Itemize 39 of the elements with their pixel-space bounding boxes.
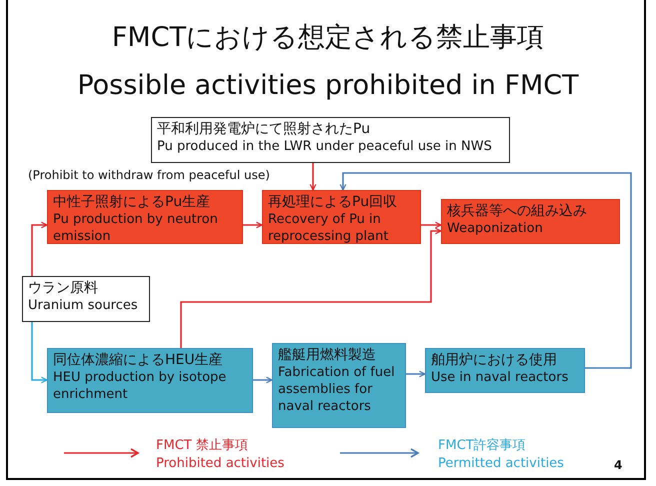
source-box [151, 117, 510, 163]
arrow [340, 172, 632, 369]
japanese-text: 舶用炉における使用 [431, 351, 558, 369]
english-text: Use in naval reactors [431, 369, 570, 386]
arrow [31, 222, 48, 276]
english-text: Fabrication of fuel assemblies for naval reactors [278, 364, 396, 415]
japanese-text: 再処理によるPu回収 [268, 193, 398, 211]
prohibited-activity-box [47, 190, 243, 244]
japanese-text: 平和利用発電炉にて照射されたPu [157, 120, 372, 138]
english-text: Pu production by neutron emission [53, 211, 219, 245]
arrow [243, 222, 263, 228]
japanese-text: 同位体濃縮によるHEU生産 [53, 351, 224, 369]
english-text: Pu produced in the LWR under peaceful use in NWS [157, 138, 493, 155]
prohibited-activity-box [441, 199, 620, 244]
japanese-text: 艦艇用燃料製造 [278, 346, 377, 364]
english-text: HEU production by isotope enrichment [53, 369, 228, 403]
arrow [180, 228, 442, 348]
english-text: Weaponization [447, 220, 544, 237]
arrow [421, 222, 442, 228]
arrow [406, 370, 426, 378]
japanese-text: 中性子照射によるPu生産 [53, 193, 212, 211]
source-box [22, 276, 150, 322]
note-text: (Prohibit to withdraw from peaceful use) [28, 168, 270, 182]
permitted-activity-box [272, 343, 406, 428]
japanese-text: 核兵器等への組み込み [447, 202, 588, 220]
english-text: Uranium sources [28, 297, 139, 314]
legend-text: FMCT 禁止事項 Prohibited activities [156, 437, 286, 473]
arrow [310, 163, 316, 191]
slide-title: FMCTにおける想定される禁止事項 [110, 21, 546, 55]
arrow [31, 322, 48, 384]
prohibited-activity-box [262, 190, 421, 244]
page-number: 4 [614, 458, 622, 472]
legend-text: FMCT許容事項 Permitted activities [438, 437, 565, 473]
arrow [253, 376, 273, 384]
permitted-activity-box [425, 348, 585, 393]
slide-subtitle: Possible activities prohibited in FMCT [76, 69, 580, 103]
japanese-text: ウラン原料 [28, 279, 99, 297]
english-text: Recovery of Pu in reprocessing plant [268, 211, 390, 245]
permitted-activity-box [47, 348, 253, 413]
